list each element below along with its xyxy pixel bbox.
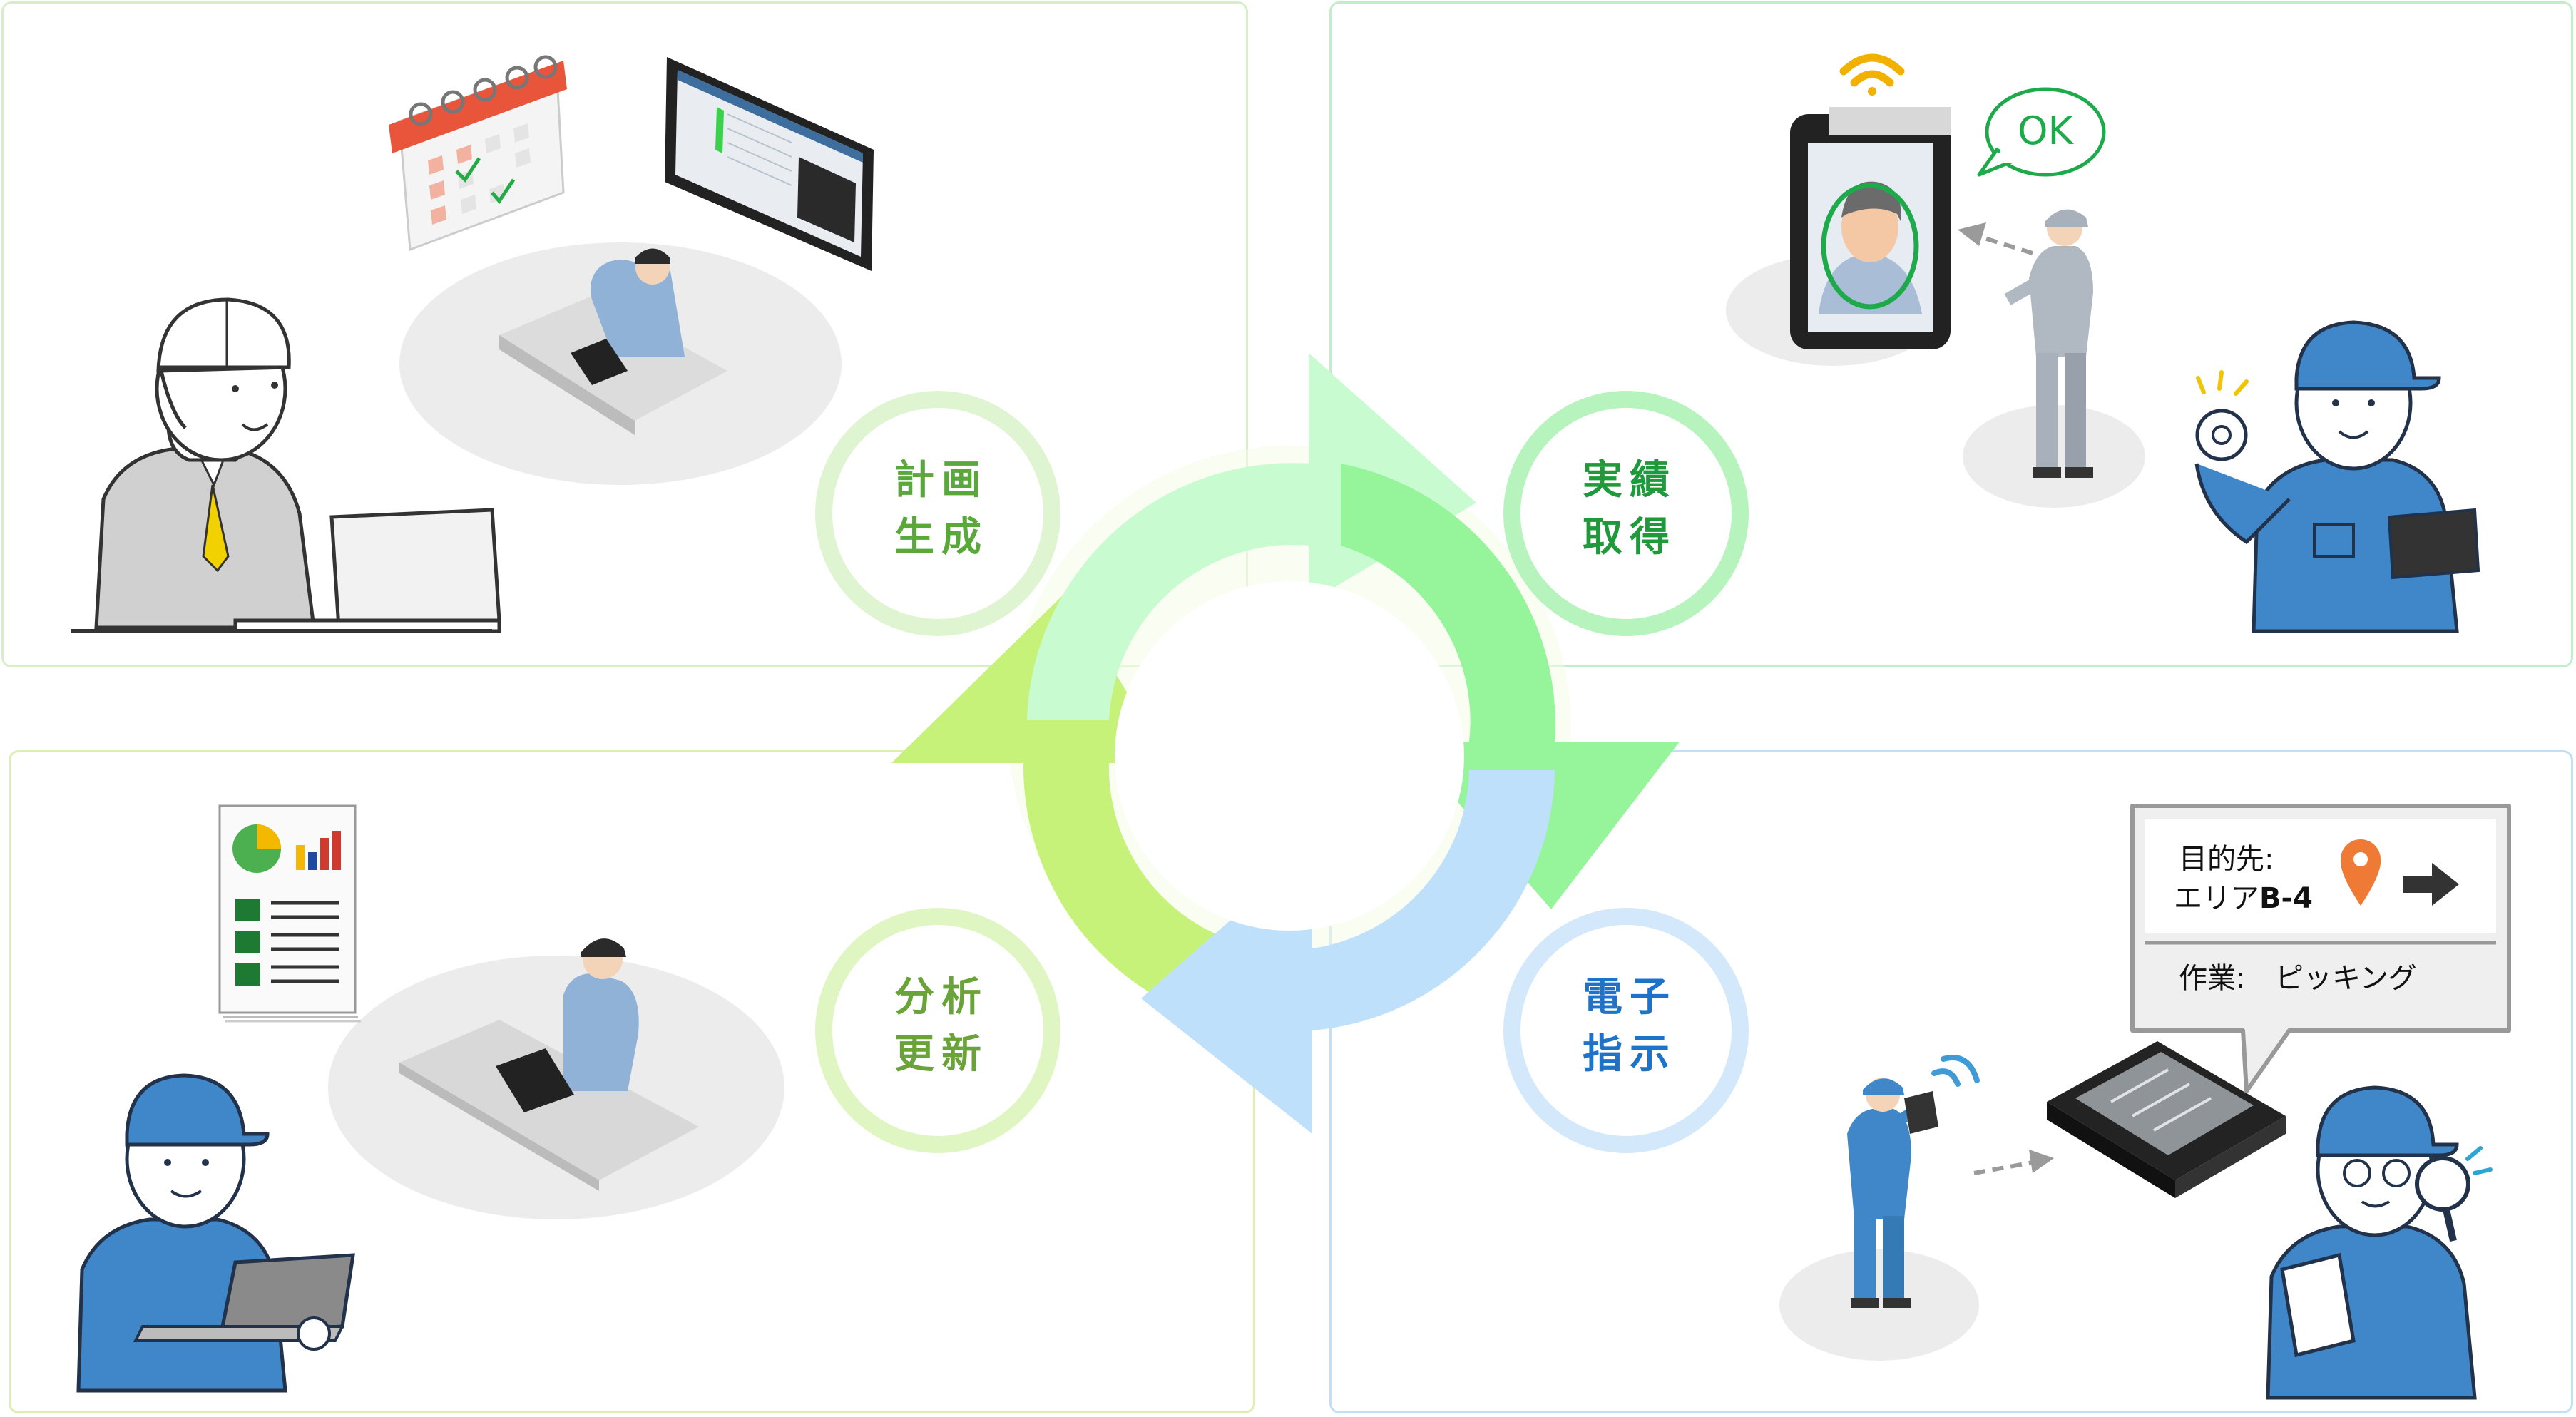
stage-label-analysis-line2: 更新 bbox=[894, 1031, 988, 1078]
stage-circle-instruct bbox=[1520, 925, 1732, 1136]
dashed-arrow-face-scan bbox=[1958, 222, 2033, 255]
small-worker-walking-icon bbox=[2004, 209, 2093, 478]
stage-circle-actual bbox=[1520, 408, 1732, 619]
stage-label-instruct-line2: 指示 bbox=[1583, 1031, 1677, 1078]
area-code: B-4 bbox=[2259, 882, 2313, 915]
ok-speech-bubble: OK bbox=[1977, 87, 2106, 177]
stage-label-actual-line1: 実績 bbox=[1583, 457, 1677, 503]
small-worker-tablet-icon bbox=[1847, 1055, 1980, 1308]
area-prefix: エリア bbox=[2174, 882, 2259, 915]
cycle-diagram bbox=[891, 353, 1680, 1134]
wifi-icon bbox=[1839, 53, 1905, 96]
stage-label-plan-line1: 計画 bbox=[894, 457, 988, 503]
stage-label-instruct-line1: 電子 bbox=[1583, 974, 1677, 1020]
stage-label-plan-line2: 生成 bbox=[894, 514, 988, 561]
destination-label: 目的先: bbox=[2179, 843, 2274, 876]
report-document-icon bbox=[218, 804, 361, 1023]
task-label: 作業: bbox=[2179, 962, 2245, 995]
ok-text: OK bbox=[2018, 108, 2075, 153]
wall-monitor-icon bbox=[665, 57, 874, 271]
destination-area: エリアB-4 bbox=[2174, 882, 2313, 915]
epaper-tag-device-icon bbox=[2047, 1041, 2286, 1198]
planner-with-laptop-icon bbox=[71, 297, 501, 633]
location-pin-icon bbox=[2340, 839, 2381, 906]
stage-circle-analysis bbox=[832, 925, 1043, 1136]
stage-circle-plan bbox=[832, 408, 1043, 619]
stage-label-actual-line2: 取得 bbox=[1583, 514, 1677, 561]
calendar-icon bbox=[389, 55, 567, 252]
analyst-desk-icon bbox=[399, 938, 699, 1191]
blue-worker-laptop-icon bbox=[76, 1073, 355, 1393]
blue-worker-ok-icon bbox=[2194, 320, 2480, 633]
dashed-arrow-to-tag bbox=[1973, 1150, 2054, 1175]
face-auth-terminal-icon bbox=[1790, 107, 1951, 349]
arrow-instruct bbox=[1141, 770, 1555, 1134]
arrow-analysis bbox=[891, 592, 1262, 1030]
stage-label-analysis-line1: 分析 bbox=[894, 974, 988, 1020]
desk-worker-icon bbox=[499, 248, 727, 435]
arrow-plan bbox=[1027, 353, 1476, 720]
arrow-actual bbox=[1341, 464, 1680, 909]
navigation-instruction-card: 目的先: エリアB-4 作業: ピッキング bbox=[2130, 804, 2511, 1093]
blue-worker-magnifier-icon bbox=[2266, 1085, 2493, 1400]
arrow-right-icon bbox=[2403, 863, 2459, 906]
task-value: ピッキング bbox=[2275, 962, 2417, 995]
